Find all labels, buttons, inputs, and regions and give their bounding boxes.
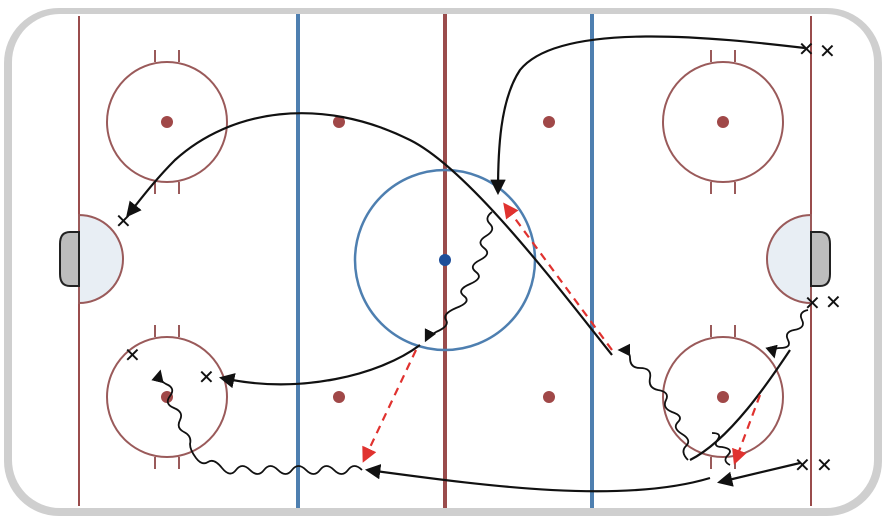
goal-crease-right: [766, 213, 812, 305]
pass-center-down: [362, 349, 417, 463]
player-x-bottom-left-mid: ✕: [198, 365, 215, 389]
player-x-bottom-right-1: ✕: [794, 453, 811, 477]
player-x-top-right-1: ✕: [798, 37, 815, 61]
player-x-left-slot: ✕: [115, 209, 132, 233]
player-x-right-mid-2: ✕: [825, 290, 842, 314]
goal-crease-left: [78, 213, 124, 305]
puck-carry-crease: [711, 432, 731, 466]
player-x-top-right-2: ✕: [819, 39, 836, 63]
neutral-dot-bottom-right: [543, 391, 555, 403]
skate-path-top-right: [490, 35, 806, 196]
pass-center-to-top: [503, 202, 613, 351]
neutral-dot-bottom-left: [333, 391, 345, 403]
goal-net-left: [59, 231, 80, 287]
puck-carry-bottom-left: [151, 369, 363, 475]
player-markers: ✕ ✕ ✕ ✕ ✕ ✕ ✕ ✕ ✕: [115, 37, 842, 477]
puck-carry-center: [424, 211, 494, 343]
goal-net-right: [810, 231, 831, 287]
skate-path-bottom-right-return: [689, 349, 791, 461]
skate-path-bottom-right-x: [717, 461, 801, 487]
faceoff-circle-top-left: [106, 50, 228, 194]
faceoff-dot-top-left: [161, 116, 173, 128]
player-x-bottom-right-2: ✕: [816, 453, 833, 477]
neutral-dot-top-left: [333, 116, 345, 128]
faceoff-circle-top-right: [662, 50, 784, 194]
pass-right-crease: [732, 394, 762, 465]
skate-path-long-curve: [126, 112, 613, 356]
faceoff-dot-bottom-right: [717, 391, 729, 403]
neutral-dot-top-right: [543, 116, 555, 128]
player-x-bottom-left-circle: ✕: [124, 343, 141, 367]
faceoff-circle-bottom-left: [106, 325, 228, 469]
player-x-right-mid-1: ✕: [804, 291, 821, 315]
puck-carry-right: [617, 343, 690, 461]
skate-path-bottom: [364, 464, 711, 493]
puck-carry-right-x: [765, 309, 809, 359]
faceoff-dot-bottom-left: [161, 391, 173, 403]
faceoff-dot-top-right: [717, 116, 729, 128]
skate-path-center-to-left: [218, 344, 421, 389]
center-faceoff-dot: [439, 254, 451, 266]
